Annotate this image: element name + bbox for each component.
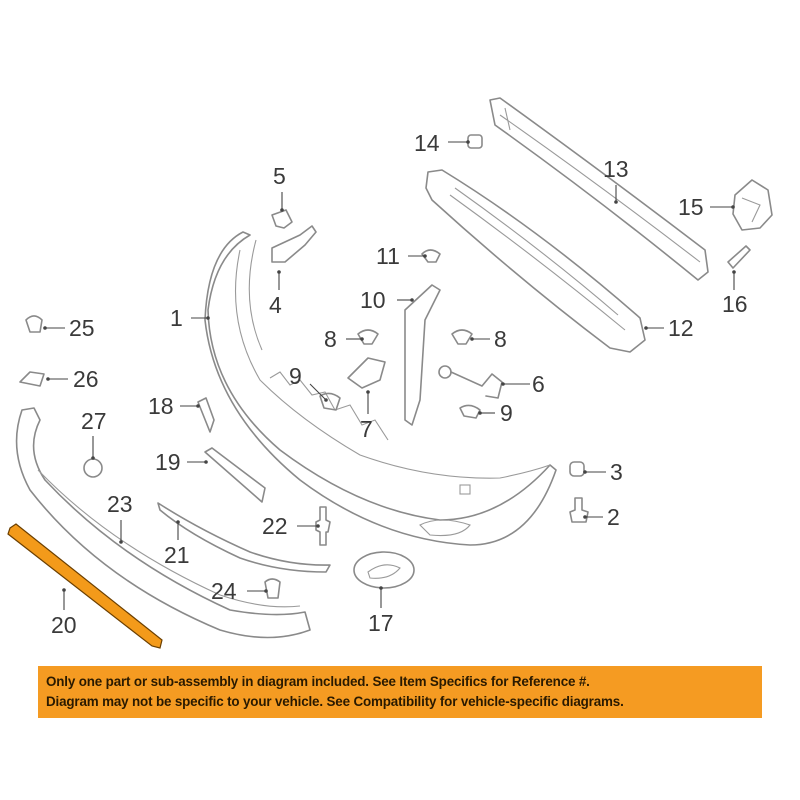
callout-8a: 8 (324, 326, 337, 352)
part-15-bracket (732, 179, 773, 231)
disclaimer-line-1: Only one part or sub-assembly in diagram… (46, 674, 590, 689)
leader-lines (43, 140, 736, 610)
callout-21: 21 (164, 542, 190, 568)
callout-8b: 8 (494, 326, 507, 352)
part-21-strip (157, 502, 331, 573)
part-8-clip-a (357, 329, 379, 345)
callout-27: 27 (81, 408, 107, 434)
part-3-nut (569, 461, 585, 477)
callout-2: 2 (607, 504, 620, 530)
part-19-grille (204, 447, 266, 503)
callout-24: 24 (211, 578, 237, 604)
callout-22: 22 (262, 513, 288, 539)
part-9-clip-a (319, 392, 341, 411)
part-13-reinforcement (489, 97, 709, 281)
part-17-fog-cover (353, 551, 415, 589)
callout-12: 12 (668, 315, 694, 341)
callout-16: 16 (722, 291, 748, 317)
callout-9b: 9 (500, 400, 513, 426)
callout-5: 5 (273, 163, 286, 189)
part-24-clip (264, 578, 281, 599)
callout-26: 26 (73, 366, 99, 392)
callout-15: 15 (678, 194, 704, 220)
callout-25: 25 (69, 315, 95, 341)
part-23-lower-spoiler (15, 407, 311, 639)
part-8-clip-b (451, 329, 473, 345)
part-4-bracket (271, 225, 317, 263)
part-10-bracket (404, 284, 441, 426)
part-9-clip-b (459, 404, 481, 419)
callout-6: 6 (532, 371, 545, 397)
part-11-clip (421, 249, 441, 263)
part-5-clip (271, 209, 293, 229)
part-26-clip (19, 371, 45, 387)
part-14-clip (467, 134, 483, 149)
part-6-bracket (438, 365, 452, 379)
part-2-bolt (569, 497, 589, 523)
part-7-bracket (347, 357, 386, 389)
callout-1: 1 (170, 305, 183, 331)
disclaimer-banner: Only one part or sub-assembly in diagram… (38, 666, 762, 718)
callout-4: 4 (269, 292, 282, 318)
callout-20: 20 (51, 612, 77, 638)
part-1-bumper-fascia (204, 231, 557, 546)
part-12-absorber (425, 169, 646, 353)
callout-10: 10 (360, 287, 386, 313)
callout-7: 7 (360, 416, 373, 442)
part-16-pin (727, 245, 751, 269)
callout-19: 19 (155, 449, 181, 475)
callout-23: 23 (107, 491, 133, 517)
callout-11: 11 (376, 243, 400, 269)
callout-13: 13 (603, 156, 629, 182)
part-20-highlighted-strip (7, 523, 163, 649)
callout-9a: 9 (289, 363, 302, 389)
part-22-pin (315, 506, 331, 546)
disclaimer-line-2: Diagram may not be specific to your vehi… (46, 694, 624, 709)
part-18-cover (197, 397, 215, 433)
callout-3: 3 (610, 459, 623, 485)
callout-14: 14 (414, 130, 440, 156)
callout-17: 17 (368, 610, 394, 636)
part-27-nut (83, 458, 103, 478)
part-25-clip (25, 315, 43, 333)
callout-18: 18 (148, 393, 174, 419)
